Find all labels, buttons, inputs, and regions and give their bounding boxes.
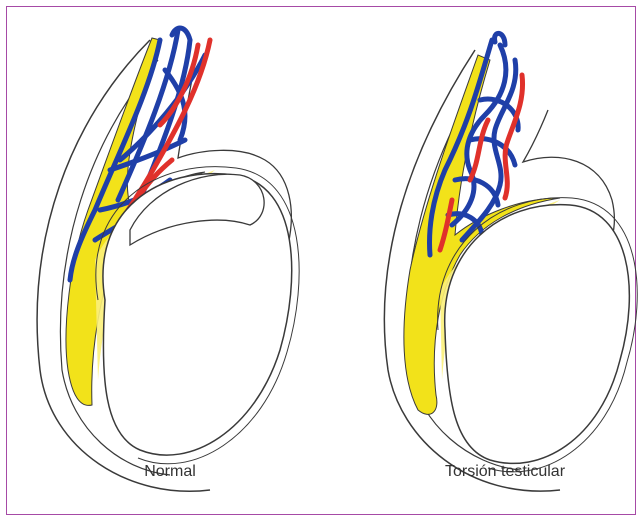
torsion-testis-drawing — [384, 33, 637, 491]
caption-normal: Normal — [100, 463, 240, 481]
caption-torsion: Torsión testicular — [410, 463, 600, 481]
torsion-testis-body — [445, 205, 630, 464]
normal-testis-drawing — [37, 28, 299, 491]
